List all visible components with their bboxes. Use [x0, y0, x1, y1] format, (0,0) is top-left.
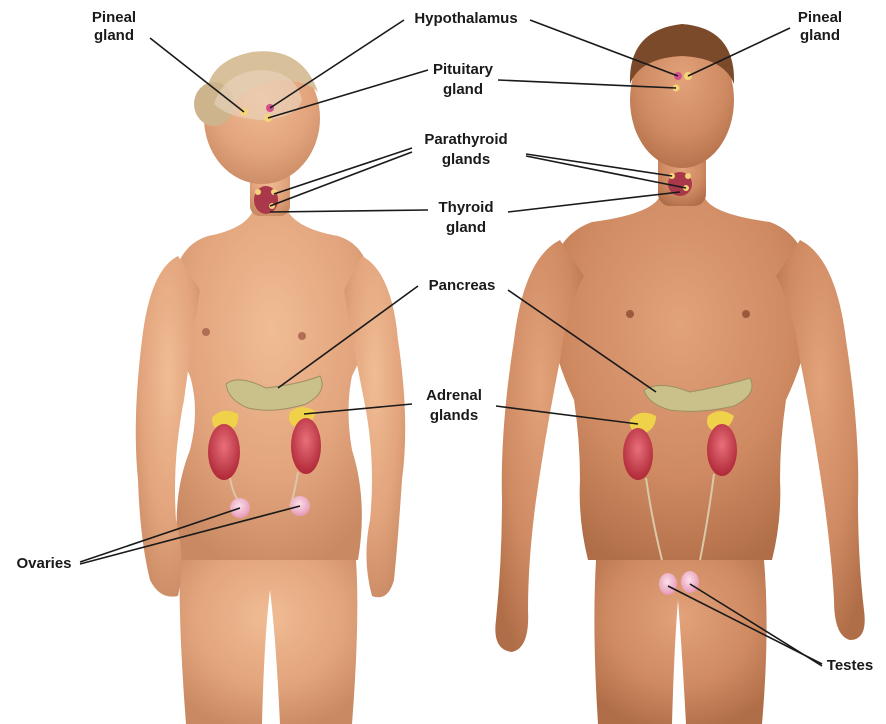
male-kidney-right: [707, 424, 737, 476]
label-ovaries: Ovaries: [16, 555, 71, 572]
male-testis-left: [659, 573, 677, 595]
label-pancreas: Pancreas: [429, 277, 496, 294]
female-legs: [180, 560, 358, 724]
male-left-arm: [495, 240, 584, 652]
leader-thyroid-female: [270, 210, 428, 212]
label-testes: Testes: [827, 657, 873, 674]
female-torso: [171, 205, 372, 560]
male-kidney-left: [623, 428, 653, 480]
label-pineal-left-line2: gland: [94, 27, 134, 44]
label-adrenal-line1: Adrenal: [426, 387, 482, 404]
male-parathyroid-2: [685, 173, 691, 179]
label-pituitary-line1: Pituitary: [433, 61, 494, 78]
label-pineal-left-line1: Pineal: [92, 9, 136, 26]
female-kidney-left: [208, 424, 240, 480]
leader-parathyroid-male-1: [526, 154, 672, 176]
label-pineal-right-line1: Pineal: [798, 9, 842, 26]
label-pituitary-line2: gland: [443, 81, 483, 98]
label-thyroid-line2: gland: [446, 219, 486, 236]
male-nipple-right: [742, 310, 750, 318]
male-nipple-left: [626, 310, 634, 318]
male-legs: [594, 560, 766, 724]
label-thyroid-line1: Thyroid: [439, 199, 494, 216]
female-nipple-right: [298, 332, 306, 340]
male-figure: [495, 24, 864, 724]
label-parathyroid-line1: Parathyroid: [424, 131, 507, 148]
label-hypothalamus: Hypothalamus: [414, 10, 517, 27]
label-pineal-right-line2: gland: [800, 27, 840, 44]
female-parathyroid-1: [255, 189, 261, 195]
male-torso: [548, 196, 812, 560]
label-parathyroid-line2: glands: [442, 151, 490, 168]
male-testis-right: [681, 571, 699, 593]
female-kidney-right: [291, 418, 321, 474]
female-nipple-left: [202, 328, 210, 336]
label-adrenal-line2: glands: [430, 407, 478, 424]
male-right-arm: [776, 240, 865, 640]
